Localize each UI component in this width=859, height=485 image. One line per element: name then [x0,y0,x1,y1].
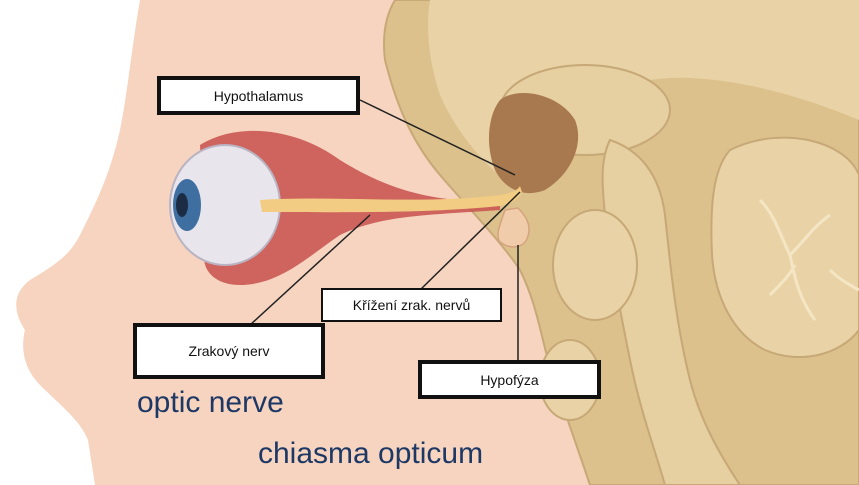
chiasma-caption: chiasma opticum [258,437,483,471]
pupil [176,193,188,217]
pituitary-label: Hypofýza [418,360,601,399]
optic-nerve-caption: optic nerve [137,386,284,420]
hypothalamus-label: Hypothalamus [157,76,360,115]
pons [553,210,637,320]
chiasm-label: Křížení zrak. nervů [321,288,502,322]
optic-nerve-label: Zrakový nerv [133,323,325,379]
